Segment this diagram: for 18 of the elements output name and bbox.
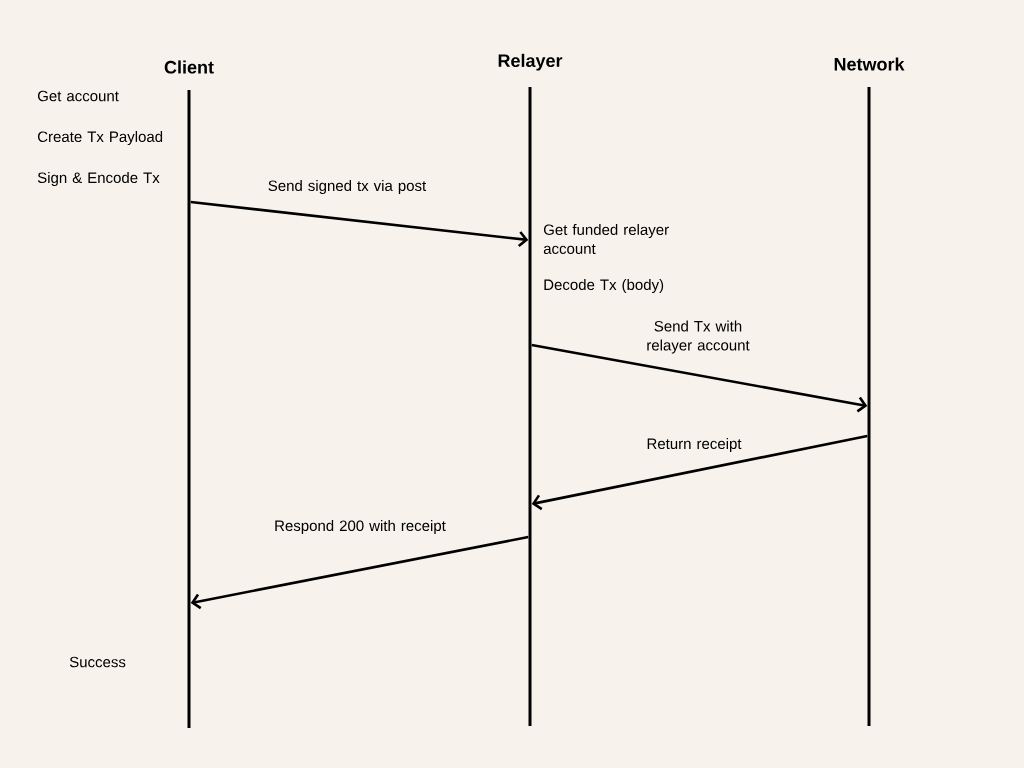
step-note: Success (69, 656, 126, 668)
step-note: Create Tx Payload (37, 131, 163, 145)
node-label: Relayer (498, 53, 563, 71)
arrow (190, 200, 529, 247)
step-note: Get funded relayer account (543, 224, 669, 254)
lifeline: Client (164, 60, 214, 728)
lifeline: Network (834, 57, 905, 726)
arrow (190, 535, 529, 610)
step-note: Sign & Encode Tx (37, 172, 160, 186)
step-note: Get account (37, 90, 119, 102)
edge-label: Send signed tx via post (268, 180, 427, 194)
arrow (531, 434, 868, 511)
edge-label: Respond 200 with receipt (275, 520, 446, 534)
arrow (531, 343, 868, 413)
node-label: Client (164, 60, 214, 74)
edge-label: Return receipt (647, 438, 742, 452)
edge-label: Send Tx with relayer account (647, 320, 750, 354)
node-label: Network (834, 57, 905, 71)
